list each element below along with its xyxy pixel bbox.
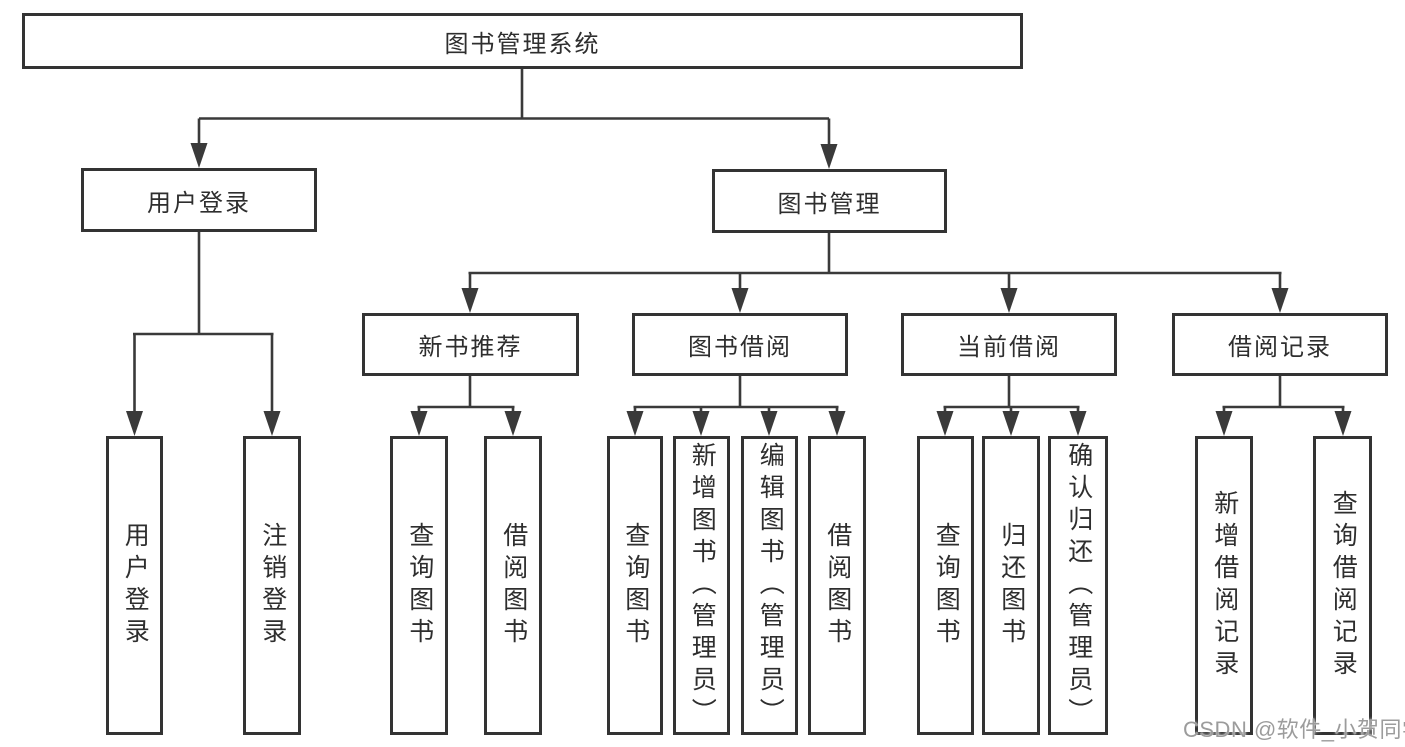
node-root: 图书管理系统 <box>22 13 1023 69</box>
leaf-add-borrow-record-label: 新增借阅记录 <box>1210 489 1239 682</box>
connector-new-book-recommend-children <box>410 376 522 436</box>
leaf-add-books-admin-label: 新增图书（管理员） <box>688 441 717 730</box>
leaf-query-borrow-record: 查询借阅记录 <box>1313 436 1372 735</box>
node-book-borrow: 图书借阅 <box>632 313 848 376</box>
leaf-recommend-query-books: 查询图书 <box>390 436 448 735</box>
leaf-borrow-books-label: 借阅图书 <box>823 521 852 650</box>
connector-current-borrow-children <box>936 376 1087 436</box>
leaf-logout-label: 注销登录 <box>258 521 287 650</box>
node-root-label: 图书管理系统 <box>444 30 601 58</box>
leaf-edit-books-admin: 编辑图书（管理员） <box>741 436 798 735</box>
connector-book-borrow-children <box>626 376 846 436</box>
csdn-watermark: CSDN @软件_小贺同学 <box>1183 717 1405 742</box>
connector-user-login-children <box>126 232 281 436</box>
node-current-borrow: 当前借阅 <box>901 313 1117 376</box>
leaf-borrow-query-books: 查询图书 <box>607 436 663 735</box>
node-book-management: 图书管理 <box>712 169 947 233</box>
node-user-login: 用户登录 <box>81 168 317 232</box>
leaf-return-books: 归还图书 <box>982 436 1040 735</box>
connector-book-management-children <box>461 233 1289 313</box>
leaf-query-borrow-record-label: 查询借阅记录 <box>1329 489 1358 682</box>
leaf-current-query-books: 查询图书 <box>917 436 974 735</box>
connector-root-to-level2 <box>190 69 838 169</box>
leaf-return-books-label: 归还图书 <box>997 521 1026 650</box>
leaf-recommend-borrow-books: 借阅图书 <box>484 436 542 735</box>
leaf-recommend-borrow-books-label: 借阅图书 <box>499 521 528 650</box>
connector-borrow-record-children <box>1215 376 1352 436</box>
leaf-confirm-return-admin: 确认归还（管理员） <box>1048 436 1108 735</box>
leaf-borrow-query-books-label: 查询图书 <box>621 521 650 650</box>
node-current-borrow-label: 当前借阅 <box>957 334 1061 361</box>
leaf-current-query-books-label: 查询图书 <box>932 521 961 650</box>
node-user-login-label: 用户登录 <box>147 189 251 217</box>
leaf-user-login: 用户登录 <box>106 436 163 735</box>
leaf-recommend-query-books-label: 查询图书 <box>405 521 434 650</box>
leaf-add-books-admin: 新增图书（管理员） <box>673 436 730 735</box>
node-book-borrow-label: 图书借阅 <box>688 334 792 361</box>
leaf-borrow-books: 借阅图书 <box>808 436 866 735</box>
node-borrow-record: 借阅记录 <box>1172 313 1388 376</box>
leaf-add-borrow-record: 新增借阅记录 <box>1195 436 1253 735</box>
leaf-user-login-label: 用户登录 <box>121 521 150 650</box>
node-new-book-recommend: 新书推荐 <box>362 313 579 376</box>
node-new-book-recommend-label: 新书推荐 <box>418 334 523 361</box>
node-borrow-record-label: 借阅记录 <box>1228 334 1332 361</box>
leaf-confirm-return-admin-label: 确认归还（管理员） <box>1064 441 1093 730</box>
node-book-management-label: 图书管理 <box>777 190 882 218</box>
leaf-logout: 注销登录 <box>243 436 301 735</box>
leaf-edit-books-admin-label: 编辑图书（管理员） <box>756 441 785 730</box>
